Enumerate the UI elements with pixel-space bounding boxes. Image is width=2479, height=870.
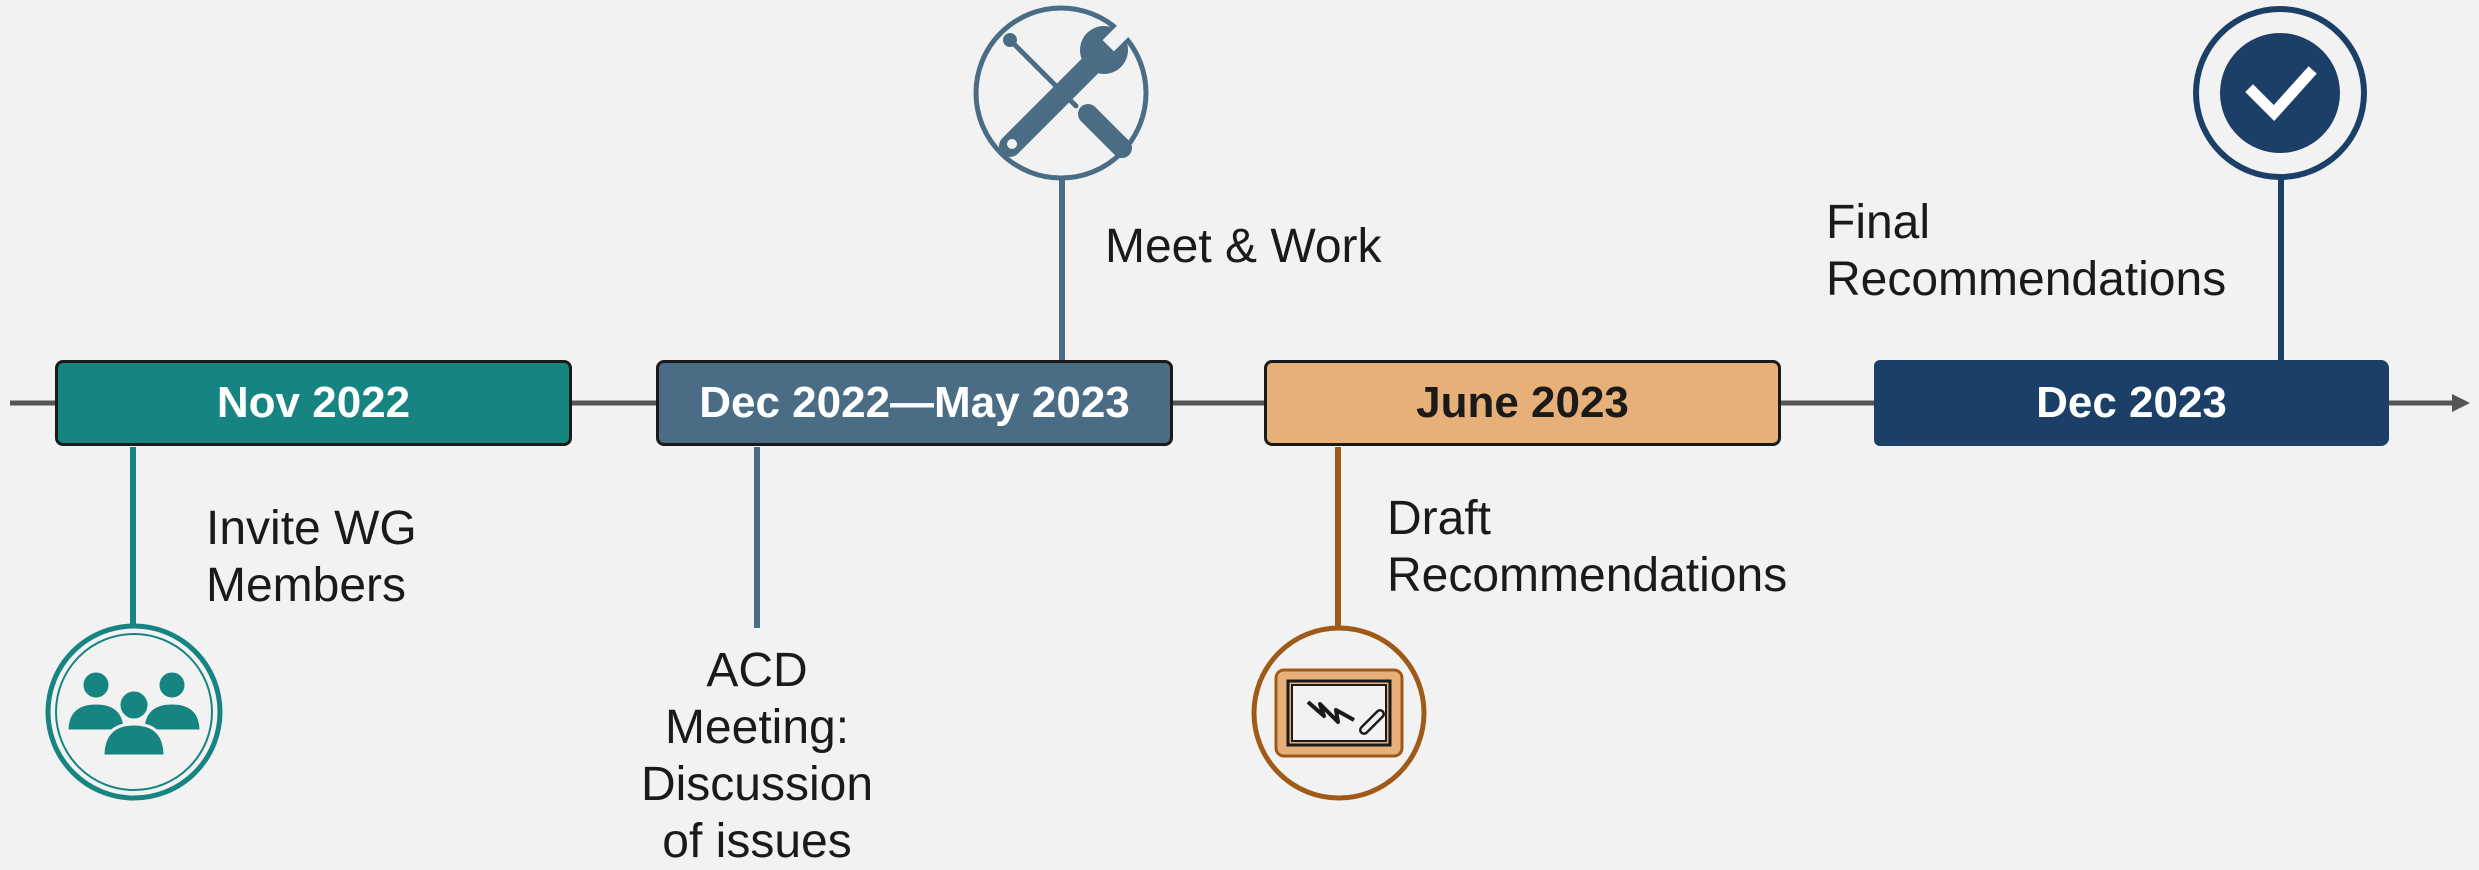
label-acd-meeting: ACD Meeting: Discussion of issues [640, 644, 874, 868]
tools-wrench-screwdriver-icon [973, 5, 1149, 181]
label-final-recommendations: Final Recommendations [1826, 196, 2227, 306]
milestone-dec-2022-may-2023: Dec 2022—May 2023 [656, 360, 1173, 446]
checkmark-icon [2193, 6, 2367, 180]
milestone-june-2023: June 2023 [1264, 360, 1781, 446]
milestone-dec-2023: Dec 2023 [1874, 360, 2389, 446]
milestone-date: June 2023 [1416, 378, 1629, 427]
milestone-date: Nov 2022 [216, 378, 411, 427]
label-meet-work: Meet & Work [1105, 220, 1382, 273]
people-group-icon [45, 623, 223, 801]
whiteboard-icon [1251, 625, 1427, 801]
milestone-date: Dec 2023 [2036, 378, 2227, 427]
label-invite-wg-members: Invite WG Members [206, 502, 417, 612]
axis-arrowhead [2452, 394, 2470, 412]
milestone-date: Dec 2022—May 2023 [699, 378, 1130, 427]
milestone-nov-2022: Nov 2022 [55, 360, 572, 446]
label-draft-recommendations: Draft Recommendations [1387, 492, 1788, 602]
